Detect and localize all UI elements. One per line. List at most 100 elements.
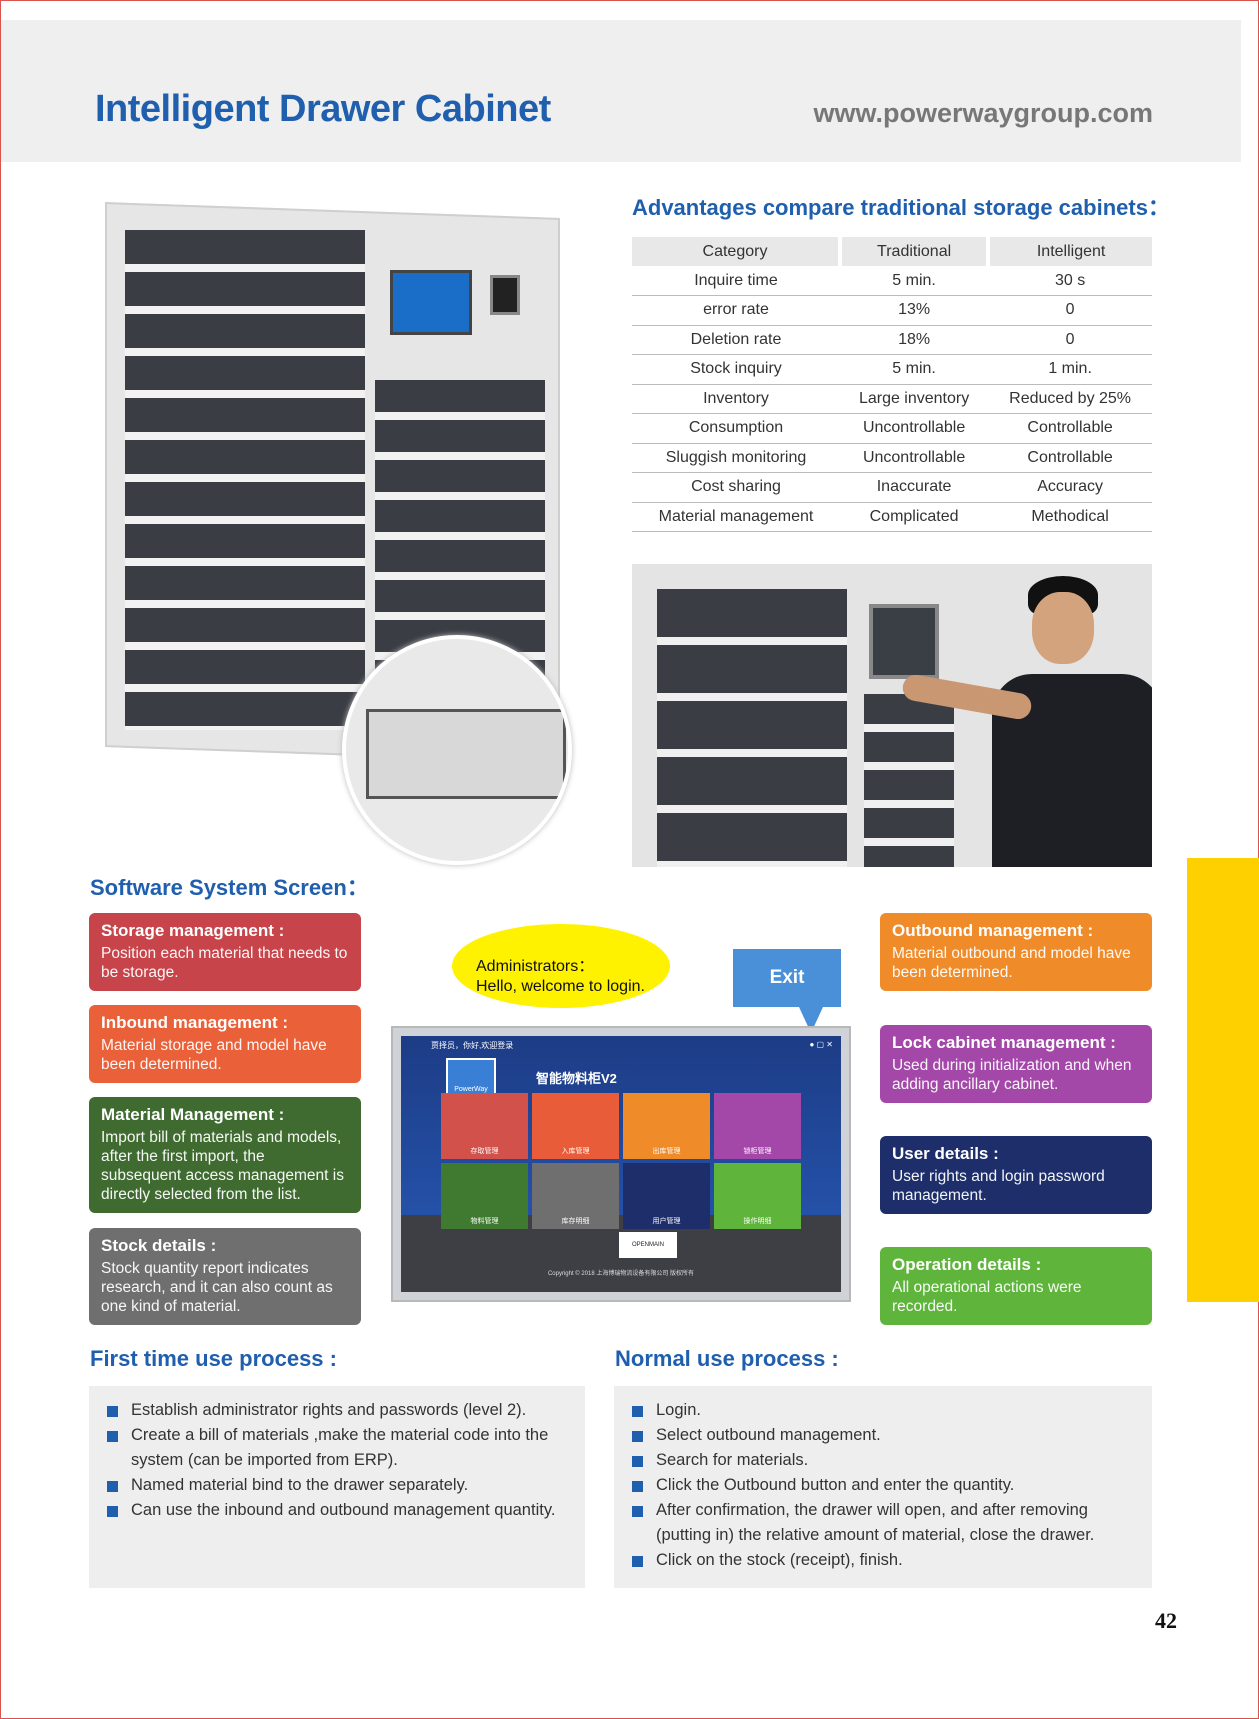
tile-label: 库存明细 bbox=[561, 1218, 590, 1225]
tile-material[interactable]: 物料管理 bbox=[441, 1163, 528, 1229]
table-cell: Large inventory bbox=[839, 384, 989, 414]
list-item: Named material bind to the drawer separa… bbox=[107, 1473, 567, 1498]
copyright-text: Copyright © 2018 上海博瑞物流设备有限公司 版权所有 bbox=[547, 1271, 695, 1277]
table-cell: Deletion rate bbox=[632, 325, 840, 355]
tile-label: 存取管理 bbox=[470, 1148, 499, 1155]
normal-use-panel: Login.Select outbound management.Search … bbox=[614, 1386, 1152, 1588]
outbound-management-box: Outbound management : Material outbound … bbox=[880, 913, 1152, 991]
stock-details-box: Stock details : Stock quantity report in… bbox=[89, 1228, 361, 1325]
page-title: Intelligent Drawer Cabinet bbox=[95, 88, 551, 130]
photo-drawers-right bbox=[864, 694, 954, 867]
drawer-closeup-photo bbox=[342, 635, 572, 865]
cabinet-drawers-left bbox=[125, 230, 365, 730]
table-cell: Cost sharing bbox=[632, 472, 840, 503]
table-cell: Complicated bbox=[839, 502, 989, 532]
tile-outbound[interactable]: 出库管理 bbox=[623, 1093, 710, 1159]
table-cell: Accuracy bbox=[988, 472, 1152, 503]
tile-inbound[interactable]: 入库管理 bbox=[532, 1093, 619, 1159]
table-cell: 5 min. bbox=[839, 354, 989, 385]
list-item: Create a bill of materials ,make the mat… bbox=[107, 1423, 567, 1473]
list-item: Click on the stock (receipt), finish. bbox=[632, 1548, 1134, 1573]
exit-callout: Exit bbox=[733, 949, 841, 1033]
table-cell: Uncontrollable bbox=[839, 443, 989, 473]
tile-lock[interactable]: 锁柜管理 bbox=[714, 1093, 801, 1159]
table-cell: Uncontrollable bbox=[839, 413, 989, 444]
storage-management-box: Storage management : Position each mater… bbox=[89, 913, 361, 991]
table-cell: Methodical bbox=[988, 502, 1152, 532]
box-text: All operational actions were recorded. bbox=[892, 1279, 1082, 1315]
list-item: Click the Outbound button and enter the … bbox=[632, 1473, 1134, 1498]
bubble-line1: Administrators： bbox=[476, 958, 595, 975]
advantages-title: Advantages compare traditional storage c… bbox=[632, 195, 1170, 220]
table-cell: 18% bbox=[839, 325, 989, 355]
table-cell: 13% bbox=[839, 295, 989, 326]
table-cell: Inaccurate bbox=[839, 472, 989, 503]
col-intelligent: Intelligent bbox=[988, 237, 1152, 266]
tile-user[interactable]: 用户管理 bbox=[623, 1163, 710, 1229]
menu-tiles: 存取管理 入库管理 出库管理 锁柜管理 物料管理 库存明细 用户管理 操作明细 bbox=[441, 1093, 801, 1229]
table-cell: 30 s bbox=[988, 266, 1152, 296]
photo-screen bbox=[869, 604, 939, 679]
operator-head bbox=[1032, 592, 1094, 664]
advantages-table: Category Traditional Intelligent Inquire… bbox=[632, 237, 1152, 532]
table-cell: Controllable bbox=[988, 443, 1152, 473]
tile-label: 物料管理 bbox=[470, 1218, 499, 1225]
box-text: Material outbound and model have been de… bbox=[892, 945, 1131, 981]
operation-details-box: Operation details : All operational acti… bbox=[880, 1247, 1152, 1325]
list-item: Establish administrator rights and passw… bbox=[107, 1398, 567, 1423]
tile-label: 出库管理 bbox=[652, 1148, 681, 1155]
table-cell: Controllable bbox=[988, 413, 1152, 444]
list-item: Can use the inbound and outbound managem… bbox=[107, 1498, 567, 1523]
box-text: Import bill of materials and models, aft… bbox=[101, 1129, 344, 1203]
box-text: Material storage and model have been det… bbox=[101, 1037, 327, 1073]
tile-label: 入库管理 bbox=[561, 1148, 590, 1155]
table-cell: Sluggish monitoring bbox=[632, 443, 840, 473]
header-band bbox=[1, 20, 1241, 162]
normal-use-list: Login.Select outbound management.Search … bbox=[632, 1398, 1134, 1573]
app-title: 智能物料柜V2 bbox=[536, 1071, 617, 1086]
welcome-bubble: Administrators： Hello, welcome to login. bbox=[452, 924, 670, 1008]
powerway-logo: PowerWay bbox=[446, 1058, 496, 1098]
box-title: Material Management : bbox=[101, 1105, 285, 1124]
tile-storage[interactable]: 存取管理 bbox=[441, 1093, 528, 1159]
col-category: Category bbox=[632, 237, 842, 266]
normal-use-title: Normal use process : bbox=[615, 1346, 839, 1371]
table-cell: Consumption bbox=[632, 413, 840, 444]
list-item: Search for materials. bbox=[632, 1448, 1134, 1473]
bubble-line2: Hello, welcome to login. bbox=[476, 978, 645, 995]
tile-label: 用户管理 bbox=[652, 1218, 681, 1225]
box-title: Outbound management : bbox=[892, 921, 1094, 940]
first-use-panel: Establish administrator rights and passw… bbox=[89, 1386, 585, 1588]
tile-operation[interactable]: 操作明细 bbox=[714, 1163, 801, 1229]
list-item: After confirmation, the drawer will open… bbox=[632, 1498, 1134, 1548]
tile-label: 操作明细 bbox=[743, 1218, 772, 1225]
box-text: Used during initialization and when addi… bbox=[892, 1057, 1132, 1093]
table-cell: error rate bbox=[632, 295, 840, 326]
list-item: Login. bbox=[632, 1398, 1134, 1423]
openmain-button[interactable]: OPENMAIN bbox=[619, 1232, 677, 1258]
box-title: Inbound management : bbox=[101, 1013, 288, 1032]
col-traditional: Traditional bbox=[839, 237, 991, 266]
page-number: 42 bbox=[1155, 1608, 1177, 1633]
tile-stock[interactable]: 库存明细 bbox=[532, 1163, 619, 1229]
welcome-text: 贾择员，你好,欢迎登录 bbox=[431, 1041, 514, 1050]
website-link[interactable]: www.powerwaygroup.com bbox=[813, 98, 1153, 128]
material-management-box: Material Management : Import bill of mat… bbox=[89, 1097, 361, 1213]
open-drawer bbox=[366, 709, 566, 799]
software-title: Software System Screen： bbox=[90, 875, 369, 900]
tile-label: 锁柜管理 bbox=[743, 1148, 772, 1155]
list-item: Select outbound management. bbox=[632, 1423, 1134, 1448]
software-screenshot: 贾择员，你好,欢迎登录 ● ▢ ✕ PowerWay 智能物料柜V2 存取管理 … bbox=[391, 1026, 851, 1302]
window-controls: ● ▢ ✕ bbox=[809, 1040, 833, 1049]
box-title: Storage management : bbox=[101, 921, 285, 940]
first-use-title: First time use process : bbox=[90, 1346, 337, 1371]
cabinet-touchscreen bbox=[390, 270, 472, 335]
operator-photo bbox=[632, 564, 1152, 867]
table-cell: Material management bbox=[632, 502, 840, 532]
